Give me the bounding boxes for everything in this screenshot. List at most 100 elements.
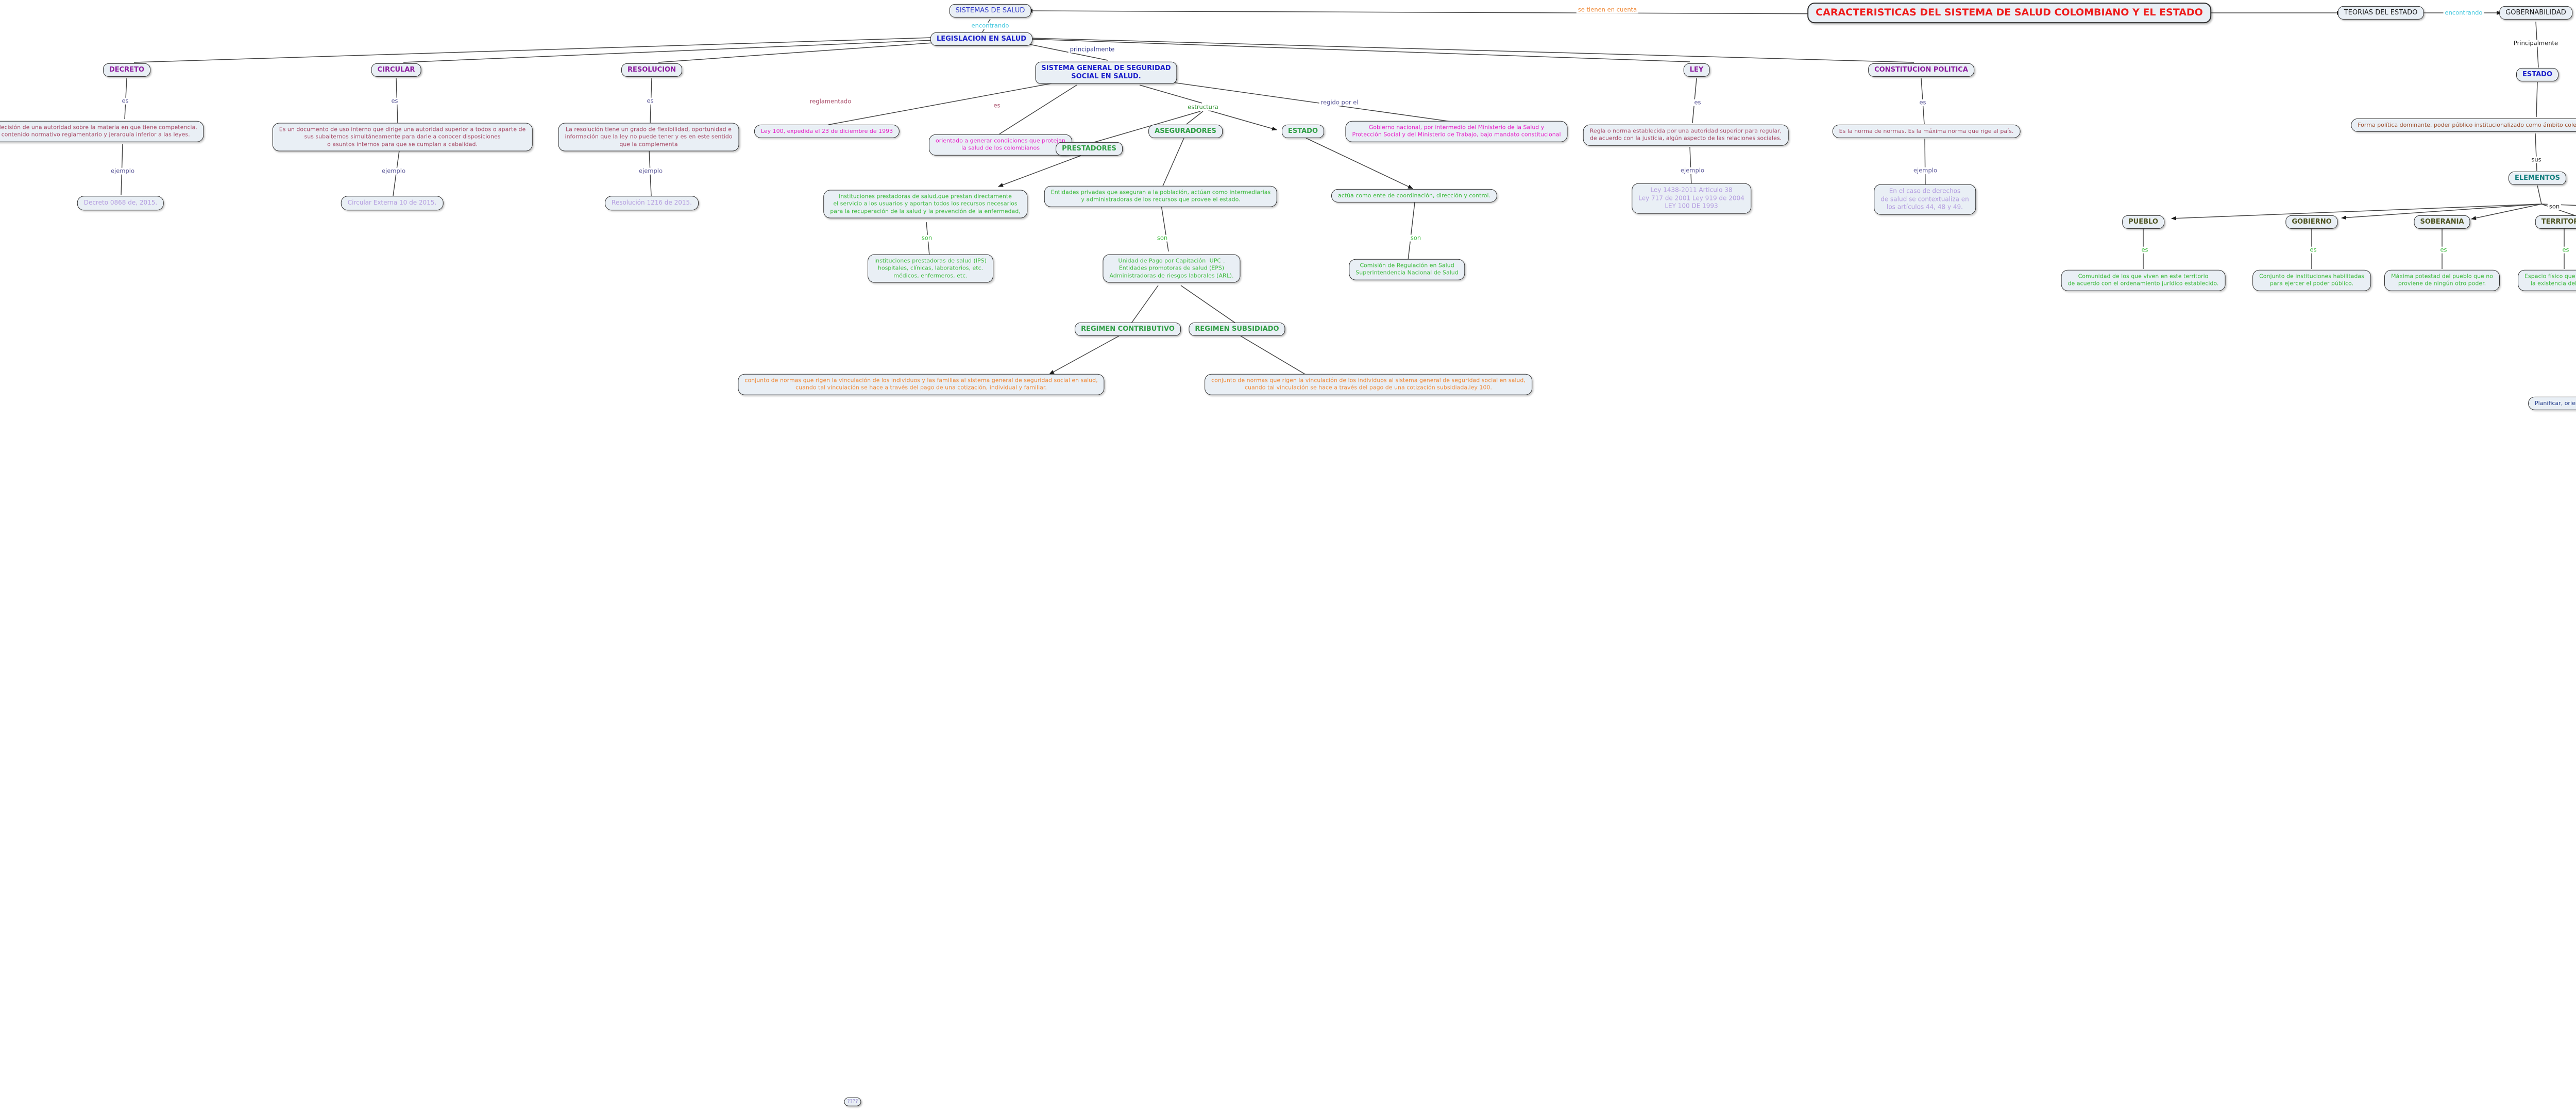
es-soberania[interactable]: es (2438, 247, 2449, 254)
es-resolucion[interactable]: es (645, 98, 655, 105)
gobierno[interactable]: GOBIERNO (2285, 215, 2338, 229)
territorio-def[interactable]: Espacio físico que garantiza la existenc… (2518, 269, 2576, 291)
connector-line (1031, 39, 1690, 62)
connector-line (1162, 138, 1184, 187)
reglamentado[interactable]: reglamentado (808, 98, 853, 105)
gobernabilidad[interactable]: GOBERNABILIDAD (2499, 6, 2572, 20)
es-constitucion[interactable]: es (1918, 99, 1928, 106)
connector-line (1139, 85, 1202, 104)
entidades-privadas[interactable]: Entidades privadas que aseguran a la pob… (1044, 185, 1278, 207)
sgsss[interactable]: SISTEMA GENERAL DE SEGURIDAD SOCIAL EN S… (1035, 61, 1177, 84)
ley[interactable]: LEY (1683, 63, 1710, 77)
contributivo-def[interactable]: conjunto de normas que rigen la vinculac… (738, 374, 1105, 395)
resolucion-def[interactable]: La resolución tiene un grado de flexibil… (558, 123, 739, 151)
gobierno-nacional[interactable]: Gobierno nacional, por intermedio del Mi… (1345, 121, 1568, 142)
ejemplo-resolucion[interactable]: ejemplo (637, 168, 665, 175)
ejemplo-circular[interactable]: ejemplo (380, 168, 408, 175)
instituciones-prestadoras[interactable]: Instituciones prestadoras de salud,que p… (823, 190, 1027, 218)
connector-line (828, 81, 1063, 125)
regimen-contributivo[interactable]: REGIMEN CONTRIBUTIVO (1075, 322, 1181, 336)
principalmente-2[interactable]: Principalmente (2512, 40, 2560, 47)
elementos[interactable]: ELEMENTOS (2508, 171, 2567, 185)
estado-main[interactable]: ESTADO (2516, 68, 2559, 82)
connector-line (1131, 285, 1159, 324)
orientado[interactable]: orientado a generar condiciones que prot… (929, 134, 1072, 156)
pueblo[interactable]: PUEBLO (2122, 215, 2164, 229)
pueblo-def[interactable]: Comunidad de los que viven en este terri… (2061, 269, 2226, 291)
connector-line (2535, 133, 2537, 172)
son-comision[interactable]: son (1409, 235, 1423, 242)
connector-line (1049, 335, 1120, 375)
decreto[interactable]: DECRETO (103, 63, 151, 77)
ley100[interactable]: Ley 100, expedida el 23 de diciembre de … (754, 124, 900, 139)
connector-line (2537, 185, 2542, 205)
connector-line (2536, 81, 2538, 117)
legislacion-en-salud[interactable]: LEGISLACION EN SALUD (930, 32, 1033, 46)
estructura[interactable]: estructura (1186, 104, 1220, 111)
constitucion-politica[interactable]: CONSTITUCION POLITICA (1868, 63, 1974, 77)
resolucion-ejemplo[interactable]: Resolución 1216 de 2015. (605, 196, 699, 210)
regido-por-el[interactable]: regido por el (1319, 99, 1360, 106)
ley-def[interactable]: Regla o norma establecida por una autori… (1583, 124, 1789, 146)
es-circular[interactable]: es (389, 98, 400, 105)
circular-ejemplo[interactable]: Circular Externa 10 de 2015. (341, 196, 444, 210)
planificar[interactable]: Planificar, orientar, impulsar y ejecuta… (2528, 396, 2576, 411)
gobierno-def[interactable]: Conjunto de instituciones habilitadas pa… (2252, 269, 2371, 291)
forma-politica[interactable]: Forma política dominante, poder público … (2351, 118, 2576, 132)
prestadores[interactable]: PRESTADORES (1056, 142, 1123, 156)
ejemplo-decreto[interactable]: ejemplo (109, 168, 137, 175)
soberania[interactable]: SOBERANIA (2414, 215, 2470, 229)
sistemas-salud[interactable]: SISTEMAS DE SALUD (949, 4, 1031, 18)
connector-line (1027, 9, 1851, 14)
connector-line (2541, 204, 2576, 216)
ips[interactable]: instituciones prestadoras de salud (IPS)… (868, 254, 993, 283)
principalmente-1[interactable]: principalmente (1068, 46, 1116, 53)
connector-line (1240, 335, 1313, 379)
subsidiado-def[interactable]: conjunto de normas que rigen la vinculac… (1205, 374, 1532, 395)
sus[interactable]: sus (2530, 157, 2543, 163)
encontrando-2[interactable]: encontrando (2443, 10, 2484, 16)
connector-line (133, 37, 933, 63)
constitucion-def[interactable]: Es la norma de normas. Es la máxima norm… (1832, 124, 2021, 139)
teorias-del-estado[interactable]: TEORIAS DEL ESTADO (2337, 6, 2424, 20)
ejemplo-ley[interactable]: ejemplo (1679, 167, 1706, 174)
decreto-def[interactable]: Es la decisión de una autoridad sobre la… (0, 121, 204, 142)
comision[interactable]: Comisión de Regulación en Salud Superint… (1349, 259, 1465, 280)
unlabeled-node[interactable]: ???? (844, 1097, 861, 1106)
ejemplo-constitucion[interactable]: ejemplo (1911, 167, 1939, 174)
es-decreto[interactable]: es (120, 98, 130, 105)
es-pueblo[interactable]: es (2140, 247, 2150, 254)
upc[interactable]: Unidad de Pago por Capitación -UPC-. Ent… (1103, 254, 1241, 283)
son-upc[interactable]: son (1155, 235, 1170, 242)
es-territorio[interactable]: es (2561, 247, 2571, 254)
titulo[interactable]: CARACTERISTICAS DEL SISTEMA DE SALUD COL… (1807, 3, 2211, 23)
decreto-ejemplo[interactable]: Decreto 0868 de, 2015. (77, 196, 164, 210)
circular[interactable]: CIRCULAR (371, 63, 421, 77)
resolucion[interactable]: RESOLUCION (621, 63, 682, 77)
connector-line (658, 42, 934, 63)
connector-line (1689, 146, 1692, 187)
es-gobierno[interactable]: es (2308, 247, 2318, 254)
son-ips[interactable]: son (920, 235, 934, 242)
encontrando-1[interactable]: encontrando (970, 23, 1011, 29)
es-ley[interactable]: es (1692, 99, 1703, 106)
circular-def[interactable]: Es un documento de uso interno que dirig… (272, 123, 533, 151)
constitucion-ejemplo[interactable]: En el caso de derechos de salud se conte… (1874, 184, 1976, 215)
connector-line (1408, 202, 1415, 261)
estado-small[interactable]: ESTADO (1281, 124, 1325, 139)
connector-line (1186, 111, 1204, 125)
actua-ente[interactable]: actúa como ente de coordinación, direcci… (1331, 189, 1498, 203)
soberania-def[interactable]: Máxima potestad del pueblo que no provie… (2384, 269, 2500, 291)
connector-line (2471, 204, 2542, 221)
se-tienen-en-cuenta[interactable]: se tienen en cuenta (1576, 7, 1639, 13)
regimen-subsidiado[interactable]: REGIMEN SUBSIDIADO (1189, 322, 1285, 336)
son-elementos[interactable]: son (2547, 204, 2562, 210)
aseguradores[interactable]: ASEGURADORES (1148, 124, 1223, 139)
connector-line (1165, 81, 1455, 123)
connector-line (999, 85, 1077, 134)
ley-ejemplo[interactable]: Ley 1438-2011 Articulo 38 Ley 717 de 200… (1632, 183, 1751, 214)
territorio[interactable]: TERRITORIO (2535, 215, 2576, 229)
connector-line (1208, 110, 1277, 131)
es-sgsss[interactable]: es (992, 103, 1002, 109)
